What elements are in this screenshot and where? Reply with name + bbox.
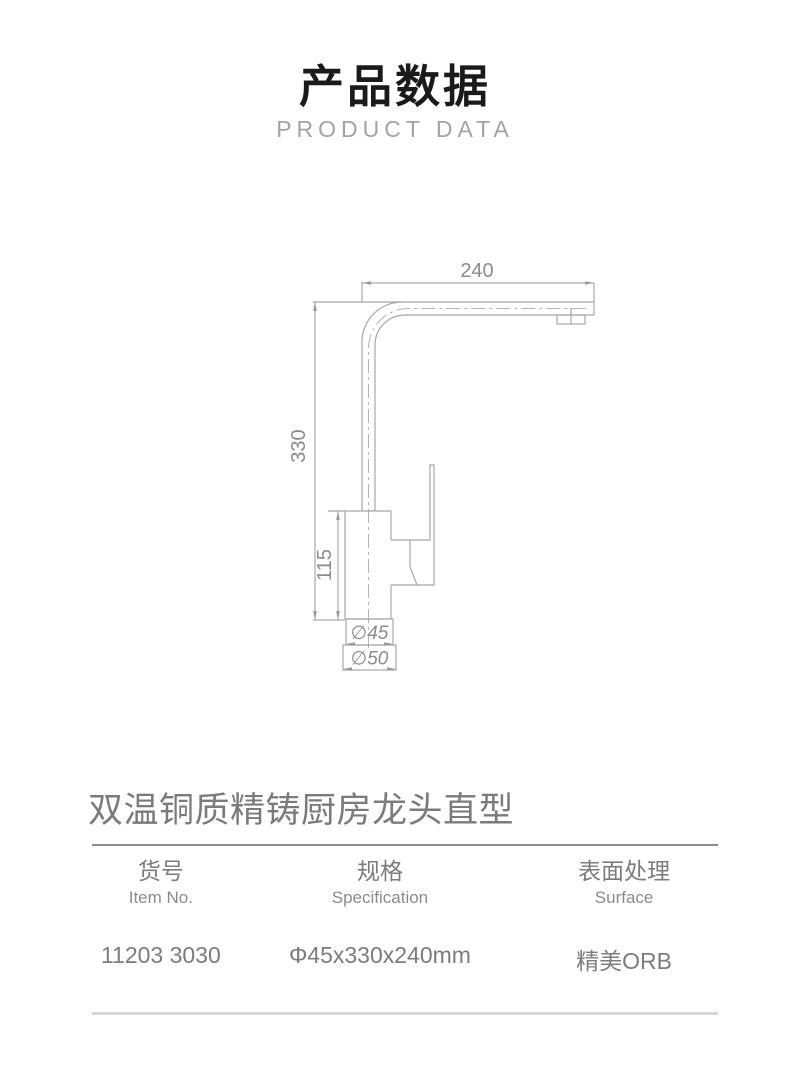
header-cn-label: 规格	[356, 858, 403, 884]
dimension-lines	[313, 282, 594, 621]
spec-header-row: 货号 Item No. 规格 Specification 表面处理 Surfac…	[92, 856, 718, 910]
dimension-arrows	[313, 281, 594, 671]
page-title: 产品数据	[298, 61, 491, 112]
dim-label-330: 330	[288, 429, 310, 462]
dim-label-240: 240	[460, 260, 493, 282]
spout-inner-bend	[374, 314, 594, 511]
surface-value: 精美ORB	[576, 948, 672, 974]
item-no-value: 11203 3030	[100, 942, 221, 968]
page-subtitle: PRODUCT DATA	[276, 116, 514, 142]
spec-header-specification: 规格 Specification	[230, 856, 530, 910]
header-en-label: Item No.	[128, 888, 193, 907]
spec-header-surface: 表面处理 Surface	[530, 856, 718, 910]
product-name: 双温铜质精铸厨房龙头直型	[88, 791, 515, 830]
handle-lever	[391, 464, 435, 586]
dim-label-d50: ∅50	[351, 649, 389, 670]
base-ring-50	[342, 644, 397, 671]
faucet-outline	[313, 283, 595, 671]
dim-label-d45: ∅45	[351, 623, 389, 644]
header-en-label: Surface	[594, 888, 654, 907]
header-cn-label: 表面处理	[578, 858, 671, 884]
spec-table: 货号 Item No. 规格 Specification 表面处理 Surfac…	[92, 856, 718, 976]
spec-value-row: 11203 3030 Φ45x330x240mm 精美ORB	[92, 942, 718, 976]
specification-value: Φ45x330x240mm	[288, 942, 471, 968]
faucet-technical-drawing: 240 330 115 ∅45 ∅50	[288, 260, 595, 671]
spout-outer-bend	[361, 301, 403, 511]
header-cn-label: 货号	[137, 858, 184, 884]
spec-header-item-no: 货号 Item No.	[92, 856, 230, 910]
bottom-divider	[92, 1012, 718, 1015]
handle-joint-detail	[409, 540, 418, 586]
faucet-centerline	[368, 308, 588, 648]
header-en-label: Specification	[331, 888, 429, 907]
title-divider	[92, 844, 718, 846]
faucet-body	[328, 510, 392, 620]
dim-label-115: 115	[314, 549, 336, 581]
